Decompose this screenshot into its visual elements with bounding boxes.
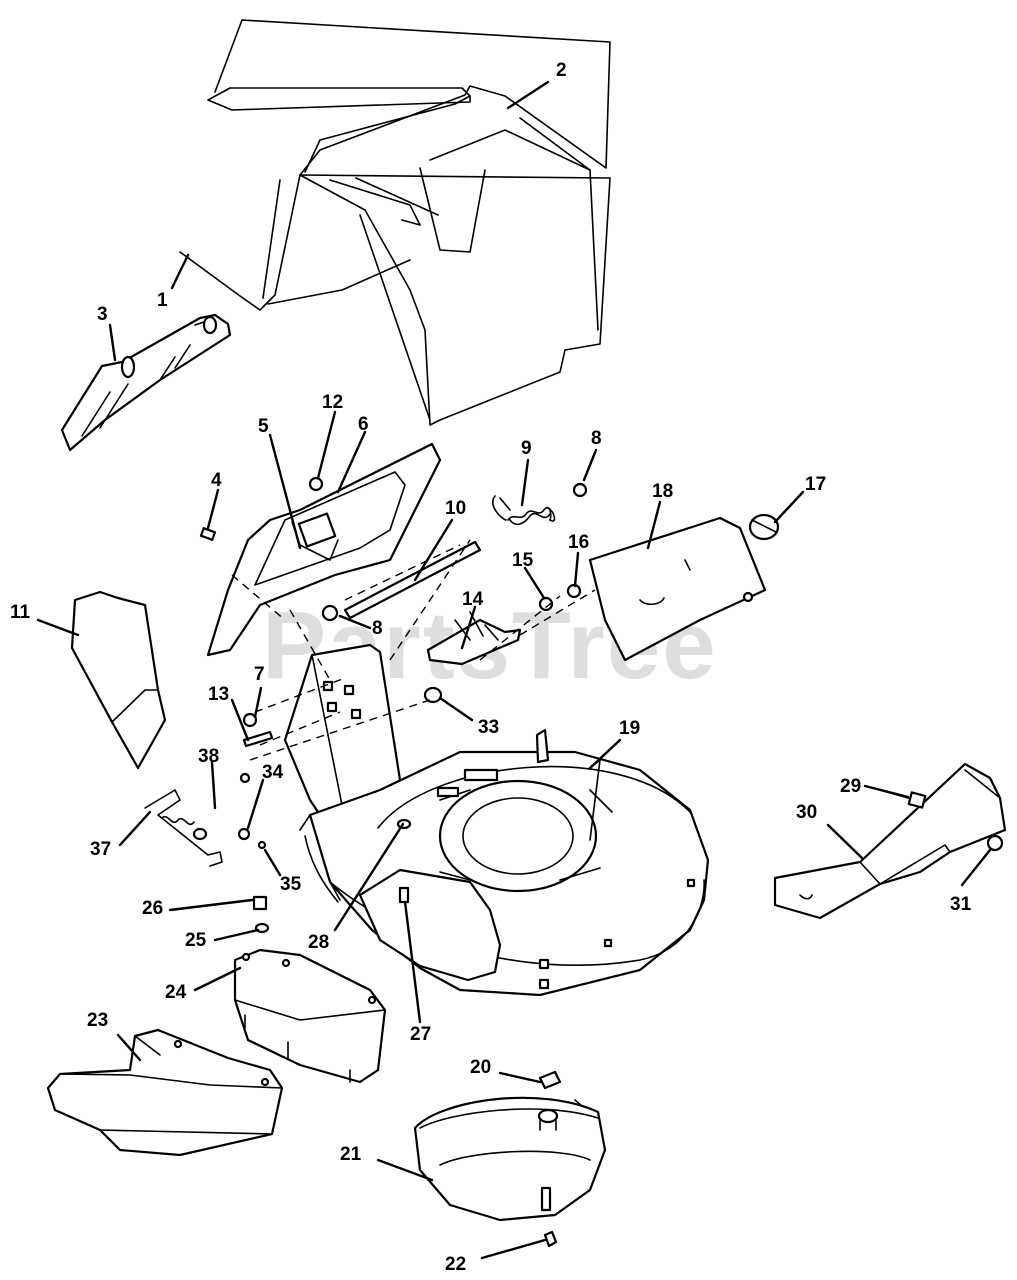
callout-3: 3 xyxy=(97,304,108,325)
callout-24: 24 xyxy=(165,982,187,1003)
callout-30: 30 xyxy=(796,802,817,823)
callout-19: 19 xyxy=(619,718,640,739)
callout-18: 18 xyxy=(652,481,673,502)
callout-8-top: 8 xyxy=(591,428,602,449)
small-hardware xyxy=(199,476,588,1248)
part-11-deflector xyxy=(70,590,167,770)
part-10-rod xyxy=(343,540,482,620)
part-9-spring xyxy=(492,495,556,526)
leader-lines xyxy=(36,80,992,1260)
callout-26: 26 xyxy=(142,898,163,919)
callout-17: 17 xyxy=(805,474,826,495)
callout-28: 28 xyxy=(308,932,329,953)
callout-9: 9 xyxy=(521,438,532,459)
callout-1: 1 xyxy=(157,290,168,311)
part-24-rear-guard xyxy=(233,948,387,1084)
callout-34: 34 xyxy=(262,762,284,783)
callout-23: 23 xyxy=(87,1010,108,1031)
callout-14: 14 xyxy=(462,589,484,610)
callout-7: 7 xyxy=(254,664,265,685)
callout-5: 5 xyxy=(258,416,269,437)
callout-labels: 2 1 3 4 5 6 12 10 9 8 18 17 15 16 14 8 1… xyxy=(10,60,972,1275)
callout-15: 15 xyxy=(512,550,534,571)
callout-37: 37 xyxy=(90,839,111,860)
callout-22: 22 xyxy=(445,1254,466,1275)
part-2-bag-frame xyxy=(179,19,611,426)
part-31-nut xyxy=(986,834,1004,852)
callout-6: 6 xyxy=(358,414,369,435)
part-30-side-bracket xyxy=(773,762,1007,920)
part-27-bolt xyxy=(398,886,410,904)
callout-29: 29 xyxy=(840,776,861,797)
part-21-cup xyxy=(413,1096,607,1222)
callout-25: 25 xyxy=(185,930,207,951)
part-23-rear-flap xyxy=(46,1028,284,1157)
callout-38: 38 xyxy=(198,746,219,767)
callout-8: 8 xyxy=(372,618,383,639)
part-6-mounting-plate xyxy=(206,442,442,657)
callout-4: 4 xyxy=(211,470,222,491)
callout-10: 10 xyxy=(445,498,466,519)
callout-33: 33 xyxy=(478,717,499,738)
callout-21: 21 xyxy=(340,1144,362,1165)
part-17-knob xyxy=(748,513,780,541)
part-37-latch xyxy=(144,789,223,867)
callout-12: 12 xyxy=(322,392,343,413)
callout-13: 13 xyxy=(208,684,229,705)
part-18-chute-door xyxy=(588,516,767,662)
callout-27: 27 xyxy=(410,1024,431,1045)
callout-2: 2 xyxy=(556,60,567,81)
callout-35: 35 xyxy=(280,874,302,895)
part-3-bracket xyxy=(60,313,232,452)
callout-31: 31 xyxy=(950,894,972,915)
callout-20: 20 xyxy=(470,1057,491,1078)
callout-16: 16 xyxy=(568,532,589,553)
callout-11: 11 xyxy=(10,602,31,623)
